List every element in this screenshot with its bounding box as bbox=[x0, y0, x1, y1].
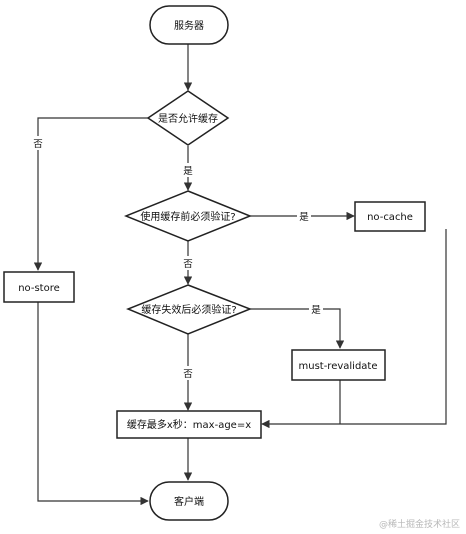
node-must-verify-before-use: 使用缓存前必须验证? bbox=[123, 190, 253, 242]
node-no-cache-label: no-cache bbox=[367, 212, 413, 223]
edge-label-verify-expire-no: 否 bbox=[183, 369, 193, 380]
node-max-age-label: 缓存最多x秒：max-age=x bbox=[127, 418, 251, 431]
node-server: 服务器 bbox=[149, 5, 229, 45]
node-server-label: 服务器 bbox=[174, 19, 204, 32]
edge-label-verify-expire-yes: 是 bbox=[311, 305, 321, 316]
node-allow-cache-label: 是否允许缓存 bbox=[158, 112, 218, 125]
node-must-verify-before-use-label: 使用缓存前必须验证? bbox=[140, 210, 235, 223]
node-allow-cache: 是否允许缓存 bbox=[146, 90, 230, 146]
edge-label-allow-no: 否 bbox=[33, 139, 43, 150]
edge-no-store-to-client bbox=[37, 302, 149, 506]
edge-allow-no bbox=[33, 117, 148, 271]
node-no-cache: no-cache bbox=[354, 201, 426, 232]
edge-label-verify-use-yes: 是 bbox=[299, 212, 309, 223]
edge-label-allow-yes: 是 bbox=[183, 166, 193, 177]
node-no-store-label: no-store bbox=[18, 283, 60, 294]
node-must-revalidate-label: must-revalidate bbox=[298, 361, 377, 372]
node-must-verify-after-expire: 缓存失效后必须验证? bbox=[126, 284, 253, 335]
edge-labels: 否 是 是 否 是 否 bbox=[31, 136, 323, 380]
node-no-store: no-store bbox=[3, 271, 75, 303]
edge-no-cache-to-max-age bbox=[261, 229, 447, 429]
node-must-revalidate: must-revalidate bbox=[291, 349, 386, 381]
edge-label-verify-use-no: 否 bbox=[183, 259, 193, 270]
node-max-age: 缓存最多x秒：max-age=x bbox=[116, 410, 262, 439]
node-must-verify-after-expire-label: 缓存失效后必须验证? bbox=[141, 303, 236, 316]
node-client-label: 客户端 bbox=[174, 495, 204, 508]
node-client: 客户端 bbox=[149, 481, 229, 521]
edge-verify-expire-yes bbox=[250, 308, 345, 349]
watermark: @稀土掘金技术社区 bbox=[379, 518, 460, 530]
